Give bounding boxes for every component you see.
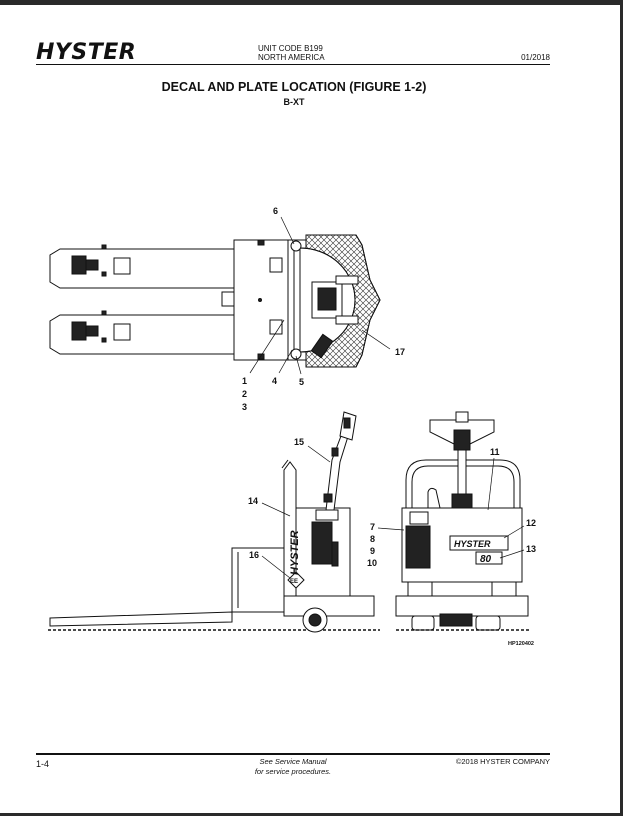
callout-12: 12: [526, 518, 536, 528]
callout-9: 9: [370, 546, 375, 556]
callout-15: 15: [294, 437, 304, 447]
unit-info: UNIT CODE B199 NORTH AMERICA: [258, 44, 325, 62]
bottom-border: [0, 813, 623, 816]
see-manual-line2: for service procedures.: [254, 767, 332, 776]
callout-numbers: 6 1 2 3 4 5 17 15 14 16 11 7 8 9 10 12 1…: [242, 206, 536, 568]
callout-5: 5: [299, 377, 304, 387]
callout-17: 17: [395, 347, 405, 357]
doc-date: 01/2018: [521, 53, 550, 62]
callout-14: 14: [248, 496, 258, 506]
page-subtitle: B-XT: [283, 97, 305, 107]
decal-capacity: 80: [480, 554, 492, 565]
decal-hyster-side: HYSTER: [289, 530, 301, 575]
top-view-leaders: [249, 216, 391, 375]
callout-8: 8: [370, 534, 375, 544]
footer-rule: [36, 753, 550, 755]
rear-view-truck: [395, 411, 530, 631]
decal-ee: EE: [290, 579, 298, 585]
callout-2: 2: [242, 389, 247, 399]
top-border: [0, 0, 623, 5]
callout-3: 3: [242, 402, 247, 412]
side-view-truck: [48, 411, 380, 633]
header-rule: [36, 64, 550, 65]
page-title: DECAL AND PLATE LOCATION (FIGURE 1-2): [161, 80, 427, 94]
figure-code: HP120402: [508, 641, 534, 647]
rear-view-leaders: [377, 457, 525, 559]
copyright: ©2018 HYSTER COMPANY: [455, 757, 550, 766]
callout-10: 10: [367, 558, 377, 568]
top-view-truck: [49, 234, 381, 368]
see-manual-note: See Service Manual for service procedure…: [223, 757, 363, 777]
page-number: 1-4: [36, 759, 50, 769]
callout-6: 6: [273, 206, 278, 216]
decal-hyster-rear: HYSTER: [454, 539, 491, 549]
right-border: [620, 0, 623, 816]
see-manual-line1: See Service Manual: [259, 757, 327, 766]
region: NORTH AMERICA: [258, 53, 325, 62]
side-view-leaders: [261, 445, 331, 579]
hyster-logo: HYSTER: [36, 40, 137, 65]
callout-1: 1: [242, 376, 247, 386]
callout-11: 11: [490, 447, 500, 457]
callout-16: 16: [249, 550, 259, 560]
callout-4: 4: [272, 376, 277, 386]
unit-code: UNIT CODE B199: [258, 44, 323, 53]
callout-13: 13: [526, 544, 536, 554]
callout-7: 7: [370, 522, 375, 532]
